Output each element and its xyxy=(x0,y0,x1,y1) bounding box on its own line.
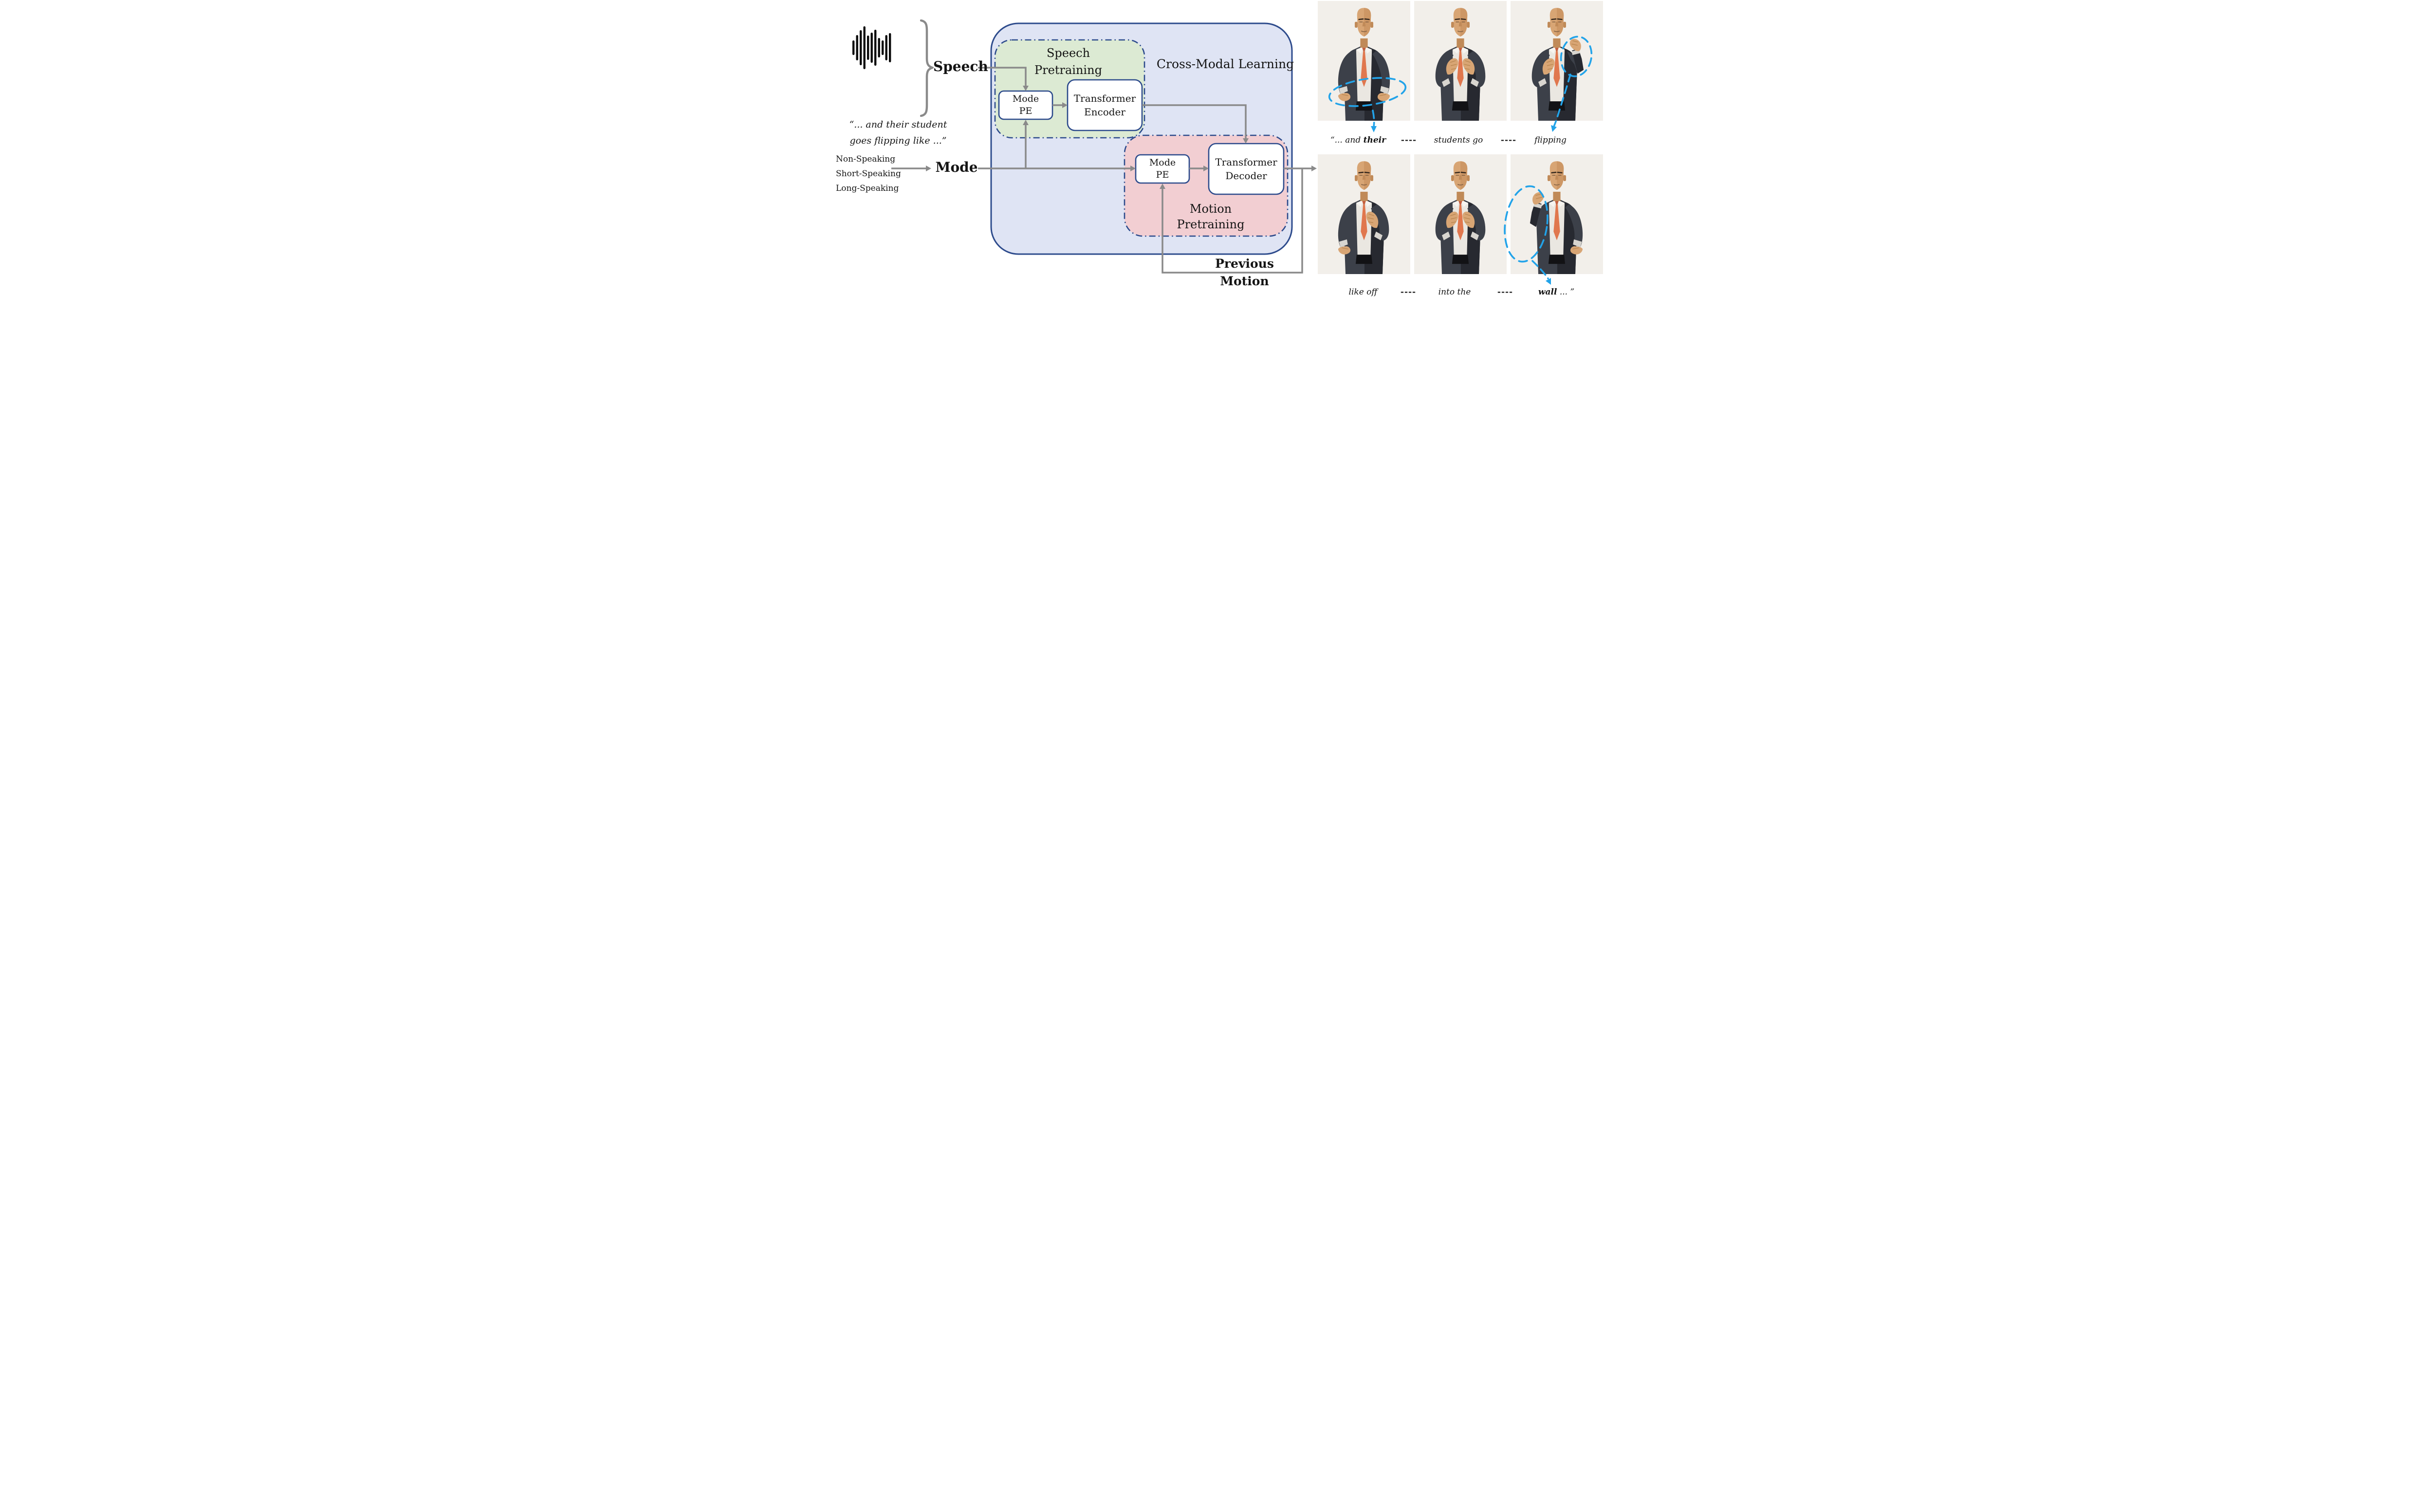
previous-motion-line2: Motion xyxy=(1220,274,1269,288)
caption-row1-col1-text: “... and xyxy=(1330,135,1364,145)
caption-row1-col3: flipping xyxy=(1534,135,1567,145)
mode-input-label: Mode xyxy=(935,159,978,175)
caption-row2-col1: like off xyxy=(1348,287,1378,297)
mode-options-list: Non-Speaking Short-Speaking Long-Speakin… xyxy=(836,152,901,196)
mode-option-long-speaking: Long-Speaking xyxy=(836,184,899,193)
caption-row1-col1-emphasis: their xyxy=(1363,135,1386,145)
gesture-panel-row1-col1 xyxy=(1318,1,1410,121)
mode-pe-speech-label: Mode PE xyxy=(999,91,1052,119)
speech-quote: “... and their student goes flipping lik… xyxy=(838,117,959,149)
motion-pretraining-title: Motion Pretraining xyxy=(1164,201,1257,232)
speech-quote-line2: goes flipping like ...” xyxy=(849,135,947,146)
avatar-figure xyxy=(1435,7,1486,121)
speech-quote-line1: “... and their student xyxy=(849,119,947,130)
gesture-panel-row2-col3 xyxy=(1511,154,1603,274)
mode-pe-motion-label: Mode PE xyxy=(1136,155,1189,183)
mode-pe-motion-line2: PE xyxy=(1156,169,1169,180)
caption-row1-col2: students go xyxy=(1434,135,1483,145)
mode-pe-speech-line2: PE xyxy=(1019,106,1033,116)
caption-row1-col1: “... and their xyxy=(1330,135,1386,145)
curly-brace-icon xyxy=(920,19,934,117)
speech-pretraining-title: Speech Pretraining xyxy=(1021,45,1116,79)
highlight-arrowhead-row1-col3 xyxy=(1551,125,1557,132)
avatar-figure xyxy=(1531,7,1584,121)
highlight-arrowhead-row1-col1 xyxy=(1371,126,1377,132)
highlight-arrowhead-row2-col3 xyxy=(1546,278,1551,285)
avatar-figure xyxy=(1338,160,1389,274)
caption-row2-dash2: ---- xyxy=(1497,287,1513,297)
gesture-panel-row2-col2 xyxy=(1414,154,1507,274)
caption-row2-col3-suffix: ... ” xyxy=(1557,287,1575,297)
avatar-figure xyxy=(1435,160,1486,274)
gesture-panel-row1-col2 xyxy=(1414,1,1507,121)
mode-option-non-speaking: Non-Speaking xyxy=(836,154,896,164)
speech-pretraining-title-line2: Pretraining xyxy=(1034,63,1102,77)
avatar-figure xyxy=(1338,7,1390,121)
transformer-encoder-label: Transformer Encoder xyxy=(1068,80,1142,130)
mode-pe-motion-line1: Mode xyxy=(1149,157,1176,168)
encoder-line1: Transformer xyxy=(1073,92,1136,104)
motion-pretraining-title-line1: Motion xyxy=(1189,202,1232,216)
gesture-panel-row2-col1 xyxy=(1318,154,1410,274)
caption-row1-dash1: ---- xyxy=(1401,135,1417,145)
decoder-line1: Transformer xyxy=(1215,156,1277,168)
mode-pe-speech-line1: Mode xyxy=(1012,93,1039,104)
caption-row2-col3-emphasis: wall xyxy=(1538,287,1557,297)
motion-pretraining-title-line2: Pretraining xyxy=(1177,218,1245,231)
encoder-line2: Encoder xyxy=(1084,106,1125,118)
caption-row2-dash1: ---- xyxy=(1400,287,1417,297)
decoder-line2: Decoder xyxy=(1225,170,1267,182)
cross-modal-title: Cross-Modal Learning xyxy=(1156,57,1294,71)
previous-motion-line1: Previous xyxy=(1215,257,1274,271)
avatar-figure xyxy=(1530,160,1583,274)
mode-option-short-speaking: Short-Speaking xyxy=(836,169,901,179)
speech-pretraining-title-line1: Speech xyxy=(1046,46,1090,60)
caption-row2-col3: wall ... ” xyxy=(1538,287,1574,297)
figure-canvas: Speech “... and their student goes flipp… xyxy=(831,0,1603,302)
waveform-icon xyxy=(852,26,891,69)
transformer-decoder-label: Transformer Decoder xyxy=(1209,144,1284,194)
caption-row2-col2: into the xyxy=(1438,287,1471,297)
previous-motion-label: Previous Motion xyxy=(1202,255,1287,290)
gesture-panel-row1-col3 xyxy=(1511,1,1603,121)
speech-input-label: Speech xyxy=(933,58,988,74)
caption-row1-dash2: ---- xyxy=(1500,135,1517,145)
